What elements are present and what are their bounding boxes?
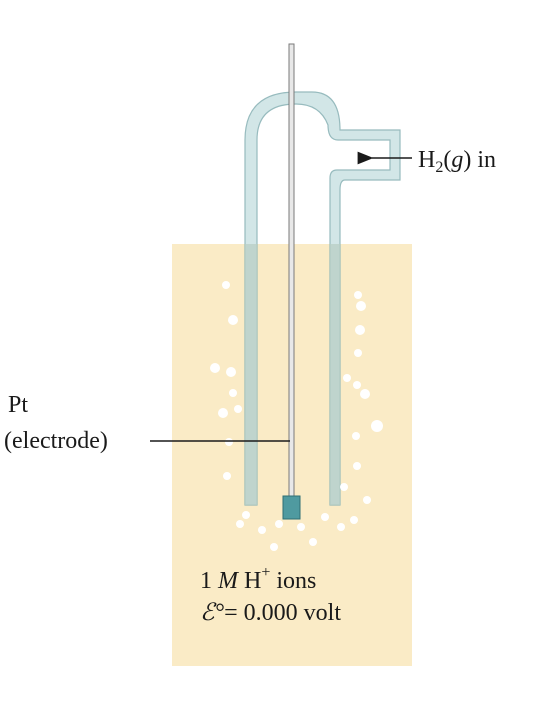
bubble <box>270 543 278 551</box>
platinum-wire <box>288 43 295 497</box>
bubble <box>321 513 329 521</box>
bubble <box>350 516 358 524</box>
molarity-unit: M <box>217 568 240 594</box>
bubble <box>223 472 231 480</box>
hydrogen-bubbles <box>210 281 383 551</box>
gas-open-paren: ( <box>443 147 451 173</box>
bubble <box>343 374 351 382</box>
bubble <box>355 325 365 335</box>
ion-charge: + <box>261 564 270 581</box>
bubble <box>210 363 220 373</box>
gas-close: ) in <box>463 147 496 173</box>
bubble <box>354 291 362 299</box>
bubble <box>236 520 244 528</box>
bubble <box>218 408 228 418</box>
bubble <box>242 511 250 519</box>
potential-label: ℰ°= 0.000 volt <box>200 600 341 626</box>
bubble <box>353 462 361 470</box>
bubble <box>340 483 348 491</box>
gas-formula: H <box>418 147 435 173</box>
bubble <box>234 405 242 413</box>
electrode-plate <box>282 495 301 520</box>
potential-value: = 0.000 volt <box>224 600 341 626</box>
bubble <box>360 389 370 399</box>
ion-species: H <box>238 568 261 594</box>
electrode-label-line2: (electrode) <box>4 428 108 454</box>
bubble <box>228 315 238 325</box>
bubble <box>225 438 233 446</box>
gas-phase: g <box>451 147 463 173</box>
solution-label: 1 M H+ ions <box>200 564 316 594</box>
tube-wall-left <box>245 244 257 505</box>
concentration-number: 1 <box>200 568 218 594</box>
potential-symbol: ℰ° <box>200 600 225 626</box>
bubble <box>222 281 230 289</box>
gas-inlet-label: H2(g) in <box>418 147 496 176</box>
bubble <box>354 349 362 357</box>
glass-tube <box>244 91 401 506</box>
bubble <box>258 526 266 534</box>
bubble <box>226 367 236 377</box>
gas-subscript: 2 <box>435 159 443 176</box>
bubble <box>353 381 361 389</box>
bubble <box>297 523 305 531</box>
tube-wall-right <box>330 244 340 505</box>
bubble <box>275 520 283 528</box>
bubble <box>229 389 237 397</box>
bubble <box>363 496 371 504</box>
bubble <box>309 538 317 546</box>
bubble <box>337 523 345 531</box>
bubble <box>356 301 366 311</box>
electrode-label-line1: Pt <box>8 392 28 418</box>
bubble <box>371 420 383 432</box>
ions-word: ions <box>270 568 316 594</box>
bubble <box>352 432 360 440</box>
